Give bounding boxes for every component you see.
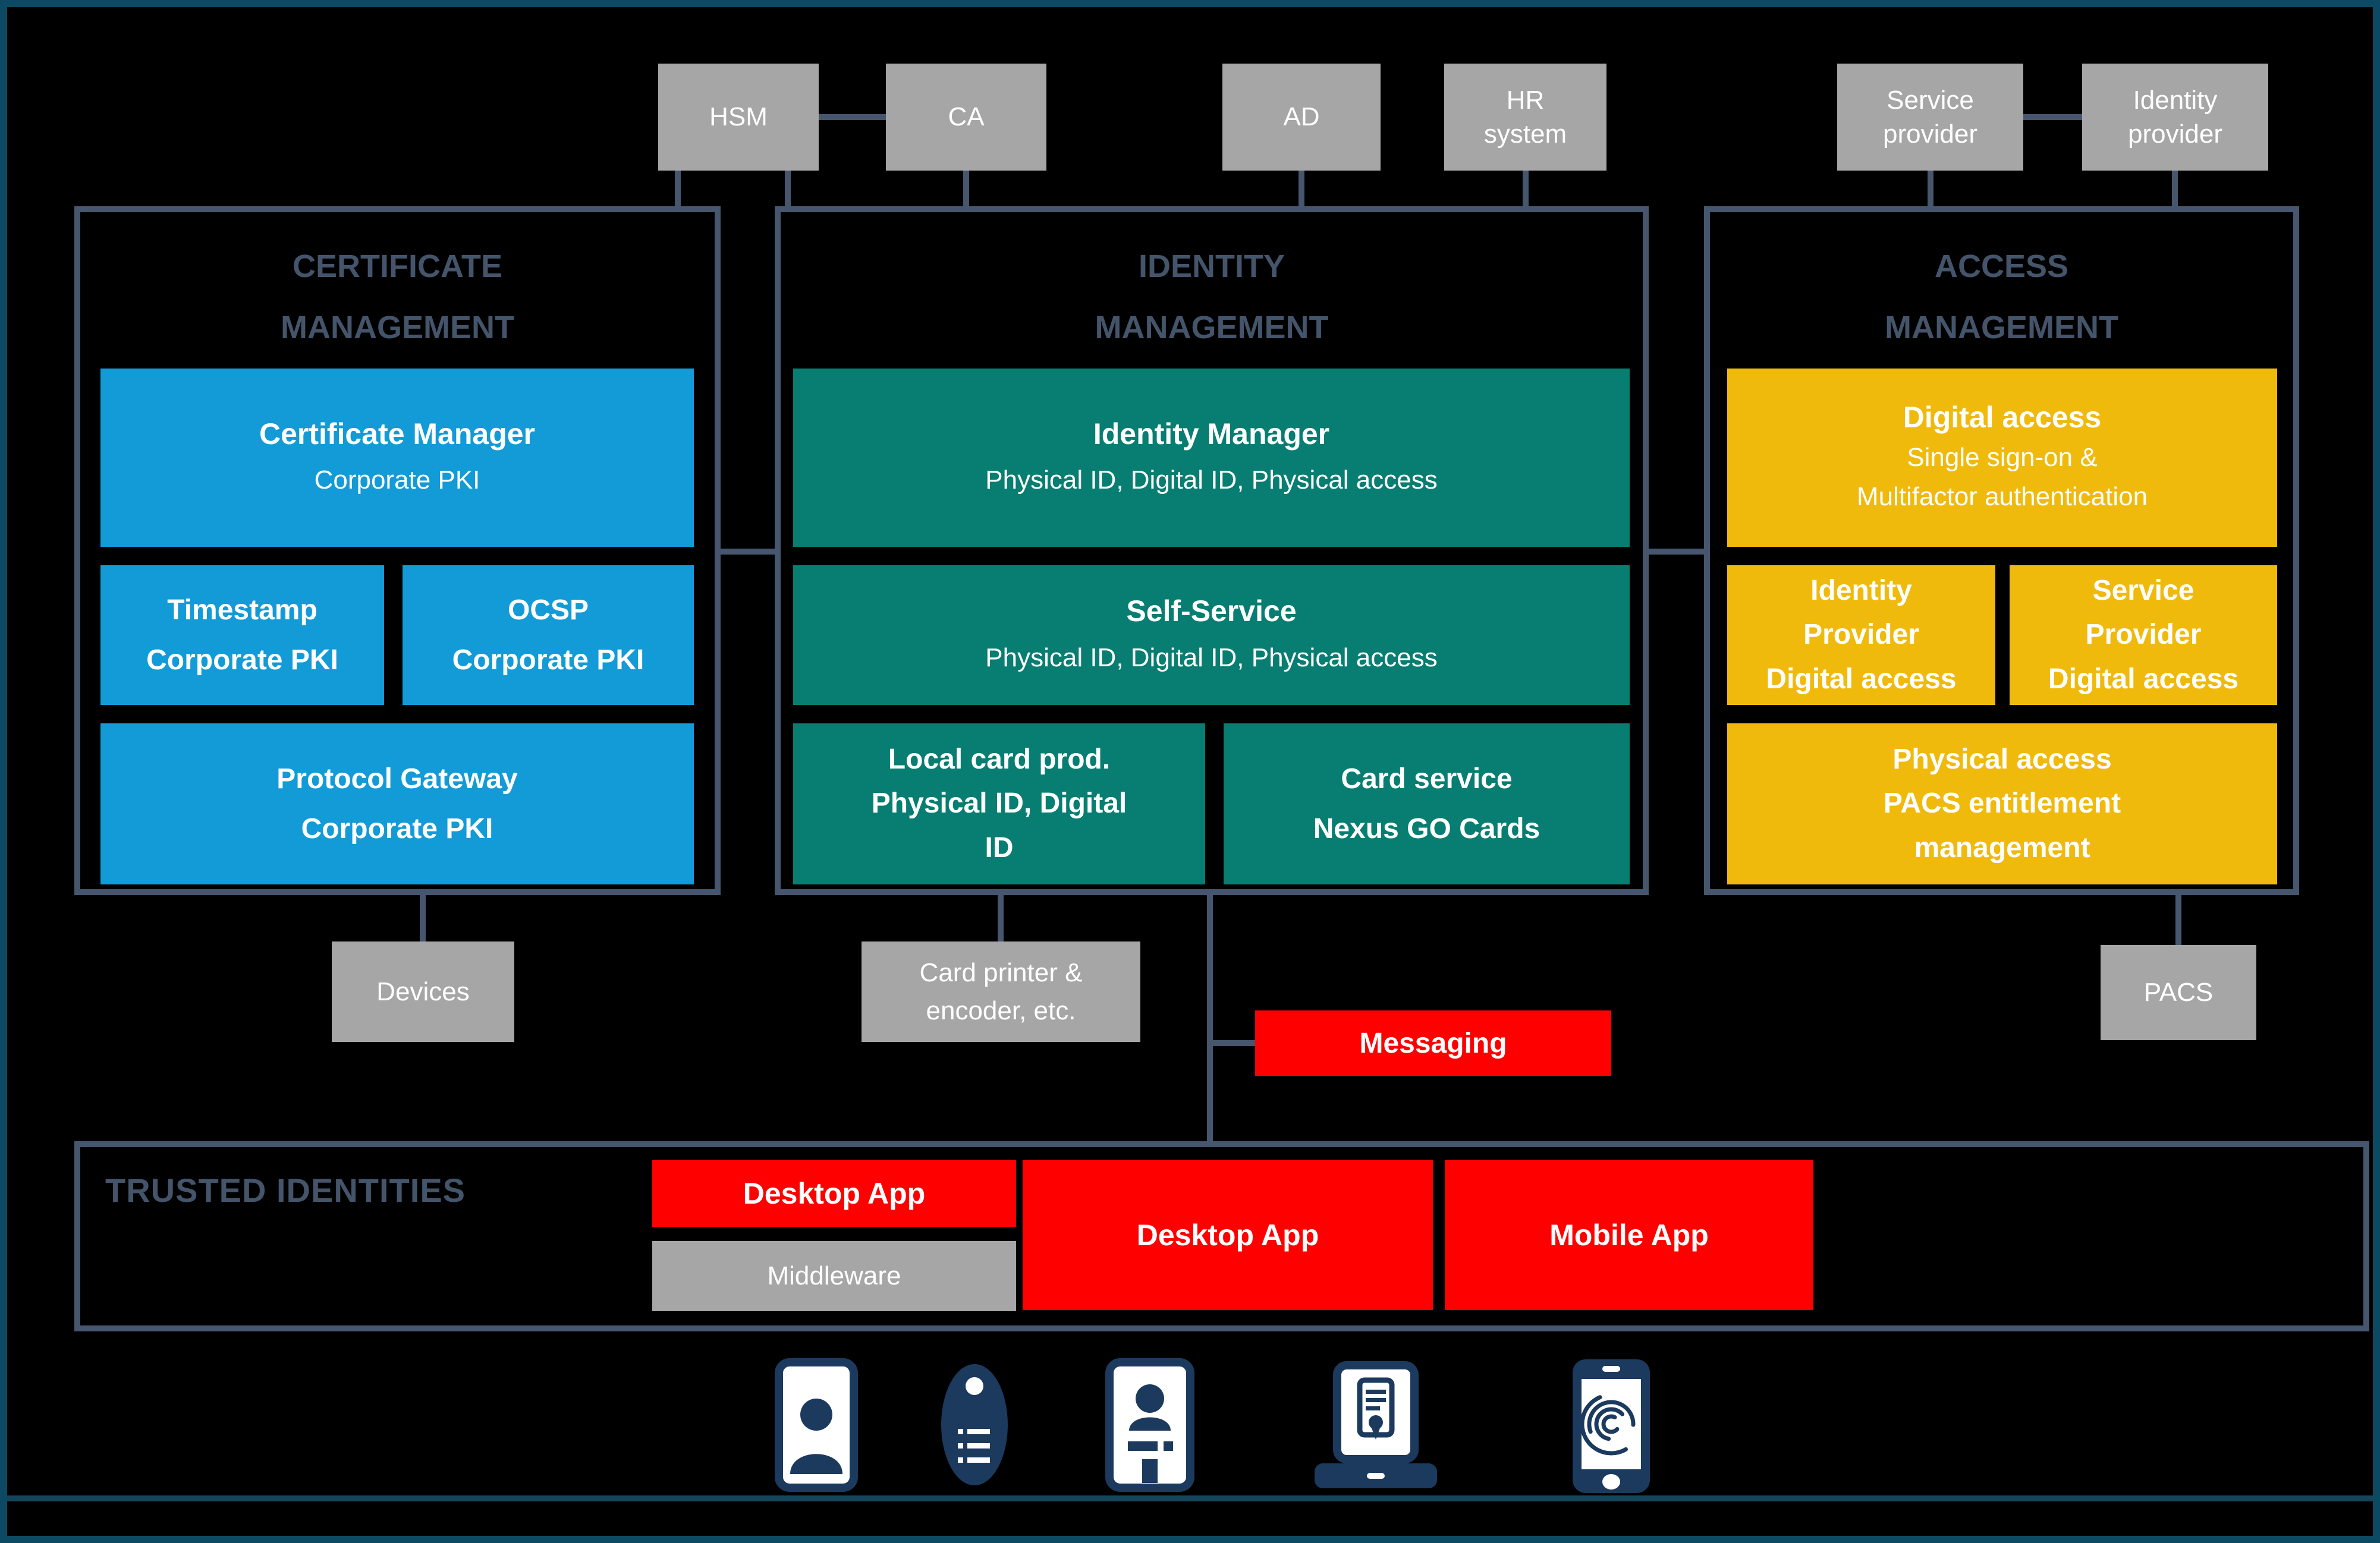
connector-cert-devices [420, 895, 426, 941]
bottom-divider-line [0, 1495, 2380, 1501]
connector-hr-identity [1523, 171, 1529, 207]
box-self-service: Self-Service Physical ID, Digital ID, Ph… [793, 565, 1630, 705]
box-middleware: Middleware [652, 1241, 1016, 1311]
messaging-label: Messaging [1359, 1027, 1507, 1059]
identity-provider-label: Identity provider [2128, 85, 2222, 149]
card-service-label: Card service Nexus GO Cards [1313, 763, 1540, 845]
pacs-label: PACS [2143, 978, 2214, 1007]
connector-ca-identity [963, 171, 969, 207]
self-service-subtitle: Physical ID, Digital ID, Physical access [985, 643, 1438, 672]
connector-ad-identity [1299, 171, 1304, 207]
devices-label: Devices [376, 977, 470, 1006]
box-card-printer: Card printer & encoder, etc. [862, 941, 1140, 1042]
identity-manager-subtitle: Physical ID, Digital ID, Physical access [985, 465, 1438, 495]
box-desktop-app-small: Desktop App [652, 1160, 1016, 1227]
box-local-card-prod: Local card prod. Physical ID, Digital ID [793, 723, 1205, 884]
local-card-prod-label: Local card prod. Physical ID, Digital ID [871, 743, 1127, 864]
hsm-label: HSM [709, 102, 768, 132]
connector-access-pacs [2175, 895, 2181, 945]
box-ca: CA [886, 64, 1046, 171]
connector-ip-access [2172, 171, 2178, 207]
connector-identity-access [1649, 549, 1704, 555]
section-certificate-management: CERTIFICATE MANAGEMENT [74, 206, 721, 895]
box-service-provider: Service provider [1837, 64, 2023, 171]
identity-provider-digital-access-label: Identity Provider Digital access [1766, 574, 1957, 695]
box-hr-system: HR system [1444, 64, 1606, 171]
connector-localcard-printer [998, 895, 1004, 941]
connector-sp-access [1928, 171, 1933, 207]
box-messaging: Messaging [1255, 1010, 1611, 1076]
trusted-identities-title: TRUSTED IDENTITIES [105, 1172, 466, 1209]
hr-system-label: HR system [1483, 85, 1567, 149]
service-provider-digital-access-label: Service Provider Digital access [2048, 574, 2239, 695]
digital-access-title: Digital access [1903, 400, 2102, 434]
timestamp-label: Timestamp Corporate PKI [146, 594, 338, 676]
access-management-title: ACCESS MANAGEMENT [1885, 248, 2118, 345]
digital-access-subtitle: Single sign-on & Multifactor authenticat… [1856, 443, 2148, 512]
connector-hsm-ca [819, 114, 886, 120]
section-identity-management: IDENTITY MANAGEMENT [775, 206, 1649, 895]
middleware-label: Middleware [767, 1261, 901, 1291]
desktop-app-large-label: Desktop App [1136, 1218, 1319, 1252]
laptop-certificate-icon [1307, 1361, 1444, 1492]
identity-manager-title: Identity Manager [1093, 417, 1330, 451]
self-service-title: Self-Service [1126, 594, 1297, 628]
box-protocol-gateway: Protocol Gateway Corporate PKI [100, 723, 694, 884]
identity-management-title: IDENTITY MANAGEMENT [1095, 248, 1329, 345]
box-pacs: PACS [2101, 945, 2256, 1040]
box-identity-manager: Identity Manager Physical ID, Digital ID… [793, 369, 1630, 547]
card-printer-label: Card printer & encoder, etc. [919, 958, 1083, 1025]
connector-identity-trusted [1207, 895, 1213, 1141]
phone-fingerprint-icon [1570, 1356, 1653, 1496]
box-desktop-app-large: Desktop App [1023, 1160, 1433, 1310]
box-service-provider-digital-access: Service Provider Digital access [2010, 565, 2277, 705]
box-identity-provider: Identity provider [2082, 64, 2268, 171]
section-access-management: ACCESS MANAGEMENT [1704, 206, 2299, 895]
id-badge-icon [1105, 1358, 1194, 1492]
connector-cert-identity [721, 549, 775, 555]
box-ocsp: OCSP Corporate PKI [403, 565, 694, 705]
ca-label: CA [948, 102, 985, 132]
box-devices: Devices [332, 941, 514, 1042]
mobile-app-label: Mobile App [1549, 1218, 1709, 1252]
certificate-manager-title: Certificate Manager [259, 417, 536, 451]
certificate-management-title: CERTIFICATE MANAGEMENT [281, 248, 514, 345]
desktop-app-small-label: Desktop App [743, 1177, 926, 1210]
box-ad: AD [1222, 64, 1381, 171]
box-digital-access: Digital access Single sign-on & Multifac… [1727, 369, 2277, 547]
id-card-icon [775, 1358, 858, 1492]
certificate-manager-subtitle: Corporate PKI [314, 465, 480, 495]
key-fob-icon [939, 1362, 1010, 1487]
ad-label: AD [1283, 102, 1320, 132]
section-trusted-identities: TRUSTED IDENTITIES [74, 1141, 2369, 1331]
connector-hsm-identity [785, 171, 791, 207]
ocsp-label: OCSP Corporate PKI [452, 594, 644, 676]
box-physical-access: Physical access PACS entitlement managem… [1727, 723, 2277, 884]
connector-sp-ip [2023, 114, 2082, 120]
connector-messaging-stub [1210, 1040, 1257, 1046]
protocol-gateway-label: Protocol Gateway Corporate PKI [276, 763, 518, 845]
service-provider-label: Service provider [1883, 85, 1977, 149]
box-card-service: Card service Nexus GO Cards [1224, 723, 1630, 884]
box-timestamp: Timestamp Corporate PKI [100, 565, 384, 705]
connector-hsm-cert [675, 171, 681, 207]
box-identity-provider-digital-access: Identity Provider Digital access [1727, 565, 1995, 705]
physical-access-label: Physical access PACS entitlement managem… [1883, 743, 2121, 864]
box-certificate-manager: Certificate Manager Corporate PKI [100, 369, 694, 547]
box-hsm: HSM [658, 64, 819, 171]
box-mobile-app: Mobile App [1445, 1160, 1813, 1310]
